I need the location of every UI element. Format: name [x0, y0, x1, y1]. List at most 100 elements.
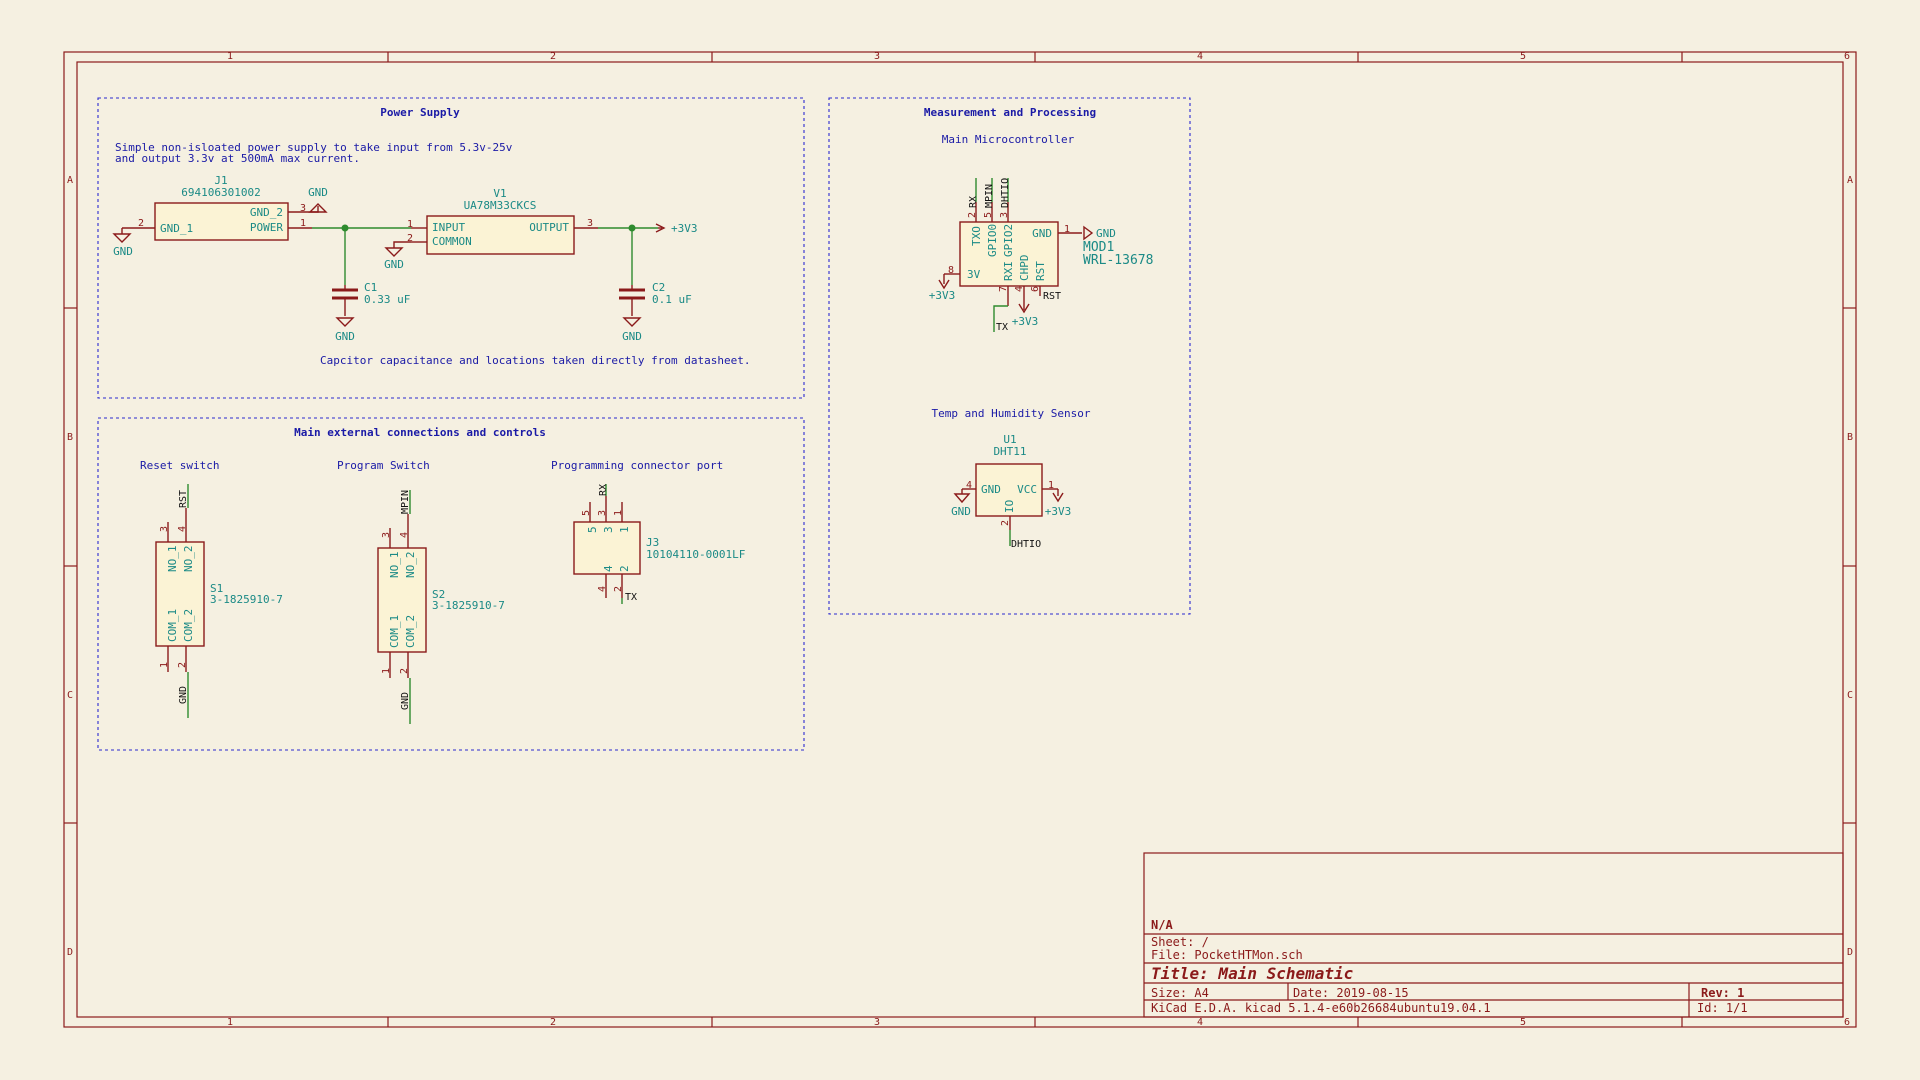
u1-dht11-sensor[interactable]: U1 DHT11 GND VCC IO 4 1 2 DHTIO	[962, 433, 1058, 550]
c2-ref: C2	[652, 281, 665, 294]
c1-ref: C1	[364, 281, 377, 294]
u1-pin-io: IO	[1003, 500, 1016, 513]
col-label-1-top: 1	[227, 51, 233, 62]
j3-value: 10104110-0001LF	[646, 548, 745, 561]
tb-size: Size: A4	[1151, 986, 1209, 1000]
v33-label-mod1-bottom: +3V3	[1012, 315, 1039, 328]
gnd-label-j1-top: GND	[308, 186, 328, 199]
mod1-pin-num-3: 3	[999, 212, 1010, 218]
mod1-pin-num-7: 7	[998, 286, 1009, 292]
mod1-pin-num-1: 1	[1064, 224, 1070, 235]
s2-pin-2: 2	[399, 668, 410, 674]
gnd-label-u1: GND	[951, 505, 971, 518]
j3-net-tx: TX	[625, 592, 637, 603]
tb-file: File: PocketHTMon.sch	[1151, 948, 1303, 962]
row-label-c-left: C	[67, 690, 73, 701]
s2-value: 3-1825910-7	[432, 599, 505, 612]
u1-pin-num-4: 4	[966, 480, 972, 491]
j3-pin-1: 1	[618, 526, 631, 533]
u1-value: DHT11	[993, 445, 1026, 458]
row-label-a-right: A	[1847, 175, 1853, 186]
s1-com2: COM_2	[182, 609, 195, 642]
v33-symbol-u1: +3V3	[1045, 489, 1072, 518]
drawing-frame: 1 2 3 4 5 6 1 2 3 4 5 6 A B C D A B C D	[63, 51, 1857, 1028]
tb-tool: KiCad E.D.A. kicad 5.1.4-e60b26684ubuntu…	[1151, 1001, 1491, 1015]
mod1-pin-txo: TXO	[970, 226, 983, 246]
gnd-symbol-u1: GND	[951, 489, 971, 518]
col-label-4-bottom: 4	[1197, 1017, 1203, 1028]
row-label-c-right: C	[1847, 690, 1853, 701]
col-label-6-bottom: 6	[1844, 1017, 1850, 1028]
j3-net-rx: RX	[598, 484, 609, 496]
mod1-pin-num-6: 6	[1030, 286, 1041, 292]
v33-label-mod1-left: +3V3	[929, 289, 956, 302]
mod1-pin-rxi: RXI	[1002, 261, 1015, 281]
v1-pin-output: OUTPUT	[529, 221, 569, 234]
v1-regulator[interactable]: V1 UA78M33CKCS INPUT COMMON OUTPUT 1 2 3	[407, 187, 598, 255]
u1-pin-num-2: 2	[1000, 520, 1011, 526]
col-label-4-top: 4	[1197, 51, 1203, 62]
c2-gnd-label: GND	[622, 330, 642, 343]
j1-pin-gnd2: GND_2	[250, 206, 283, 219]
s1-no1: NO_1	[166, 546, 179, 573]
col-label-3-top: 3	[874, 51, 880, 62]
j3-pin-5: 5	[586, 526, 599, 533]
col-label-3-bottom: 3	[874, 1017, 880, 1028]
row-label-a-left: A	[67, 175, 73, 186]
reset-switch-label: Reset switch	[140, 459, 219, 472]
v33-symbol-output: +3V3	[655, 222, 698, 235]
mod1-ref: MOD1	[1083, 240, 1114, 255]
u1-net-dhtio: DHTIO	[1011, 539, 1041, 550]
c1-gnd-label: GND	[335, 330, 355, 343]
j3-pin-2-outer: 2	[613, 586, 624, 592]
mod1-pin-gpio2: GPIO2	[1002, 224, 1015, 257]
mod1-net-rst: RST	[1043, 291, 1061, 302]
v33-label-u1: +3V3	[1045, 505, 1072, 518]
gnd-label-mod1: GND	[1096, 227, 1116, 240]
gnd-symbol-j1-left: GND	[112, 228, 133, 258]
v1-pin-common: COMMON	[432, 235, 472, 248]
gnd-symbol-mod1: GND	[1083, 225, 1116, 241]
mod1-pin-chpd: CHPD	[1018, 255, 1031, 282]
mod1-net-mpin: MPIN	[984, 184, 995, 208]
s2-com2: COM_2	[404, 615, 417, 648]
col-label-2-bottom: 2	[550, 1017, 556, 1028]
s1-pin-3: 3	[159, 526, 170, 532]
s1-value: 3-1825910-7	[210, 593, 283, 606]
mod1-microcontroller[interactable]: 2 5 3 1 8 7 4 6 TXO GPIO0 GPIO2 GND 3V R…	[944, 178, 1153, 333]
col-label-1-bottom: 1	[227, 1017, 233, 1028]
row-label-b-left: B	[67, 432, 73, 443]
mod1-pin-3v: 3V	[967, 268, 981, 281]
v1-pin-input: INPUT	[432, 221, 465, 234]
s2-switch[interactable]: 3 4 1 2 NO_1 NO_2 COM_1 COM_2 S2 3-18259…	[377, 490, 505, 724]
c2-capacitor[interactable]: C2 0.1 uF GND	[619, 228, 692, 343]
sensor-label: Temp and Humidity Sensor	[932, 407, 1091, 420]
j1-pin-num-2: 2	[138, 218, 144, 229]
col-label-2-top: 2	[550, 51, 556, 62]
col-label-6-top: 6	[1844, 51, 1850, 62]
gnd-symbol-v1: GND	[384, 241, 411, 271]
j3-connector[interactable]: 5 3 1 5 3 1 4 2 4 2 J3 10104110-0001LF R…	[573, 484, 745, 604]
j1-pin-power: POWER	[250, 221, 283, 234]
s2-no2: NO_2	[404, 552, 417, 579]
s2-ref: S2	[432, 588, 445, 601]
gnd-label-j1-left: GND	[113, 245, 133, 258]
s1-switch[interactable]: 3 4 1 2 NO_1 NO_2 COM_1 COM_2 S1 3-18259…	[155, 484, 283, 718]
gnd-label-v1: GND	[384, 258, 404, 271]
s2-net-mpin: MPIN	[400, 490, 411, 514]
mod1-pin-num-5: 5	[983, 212, 994, 218]
s1-no2: NO_2	[182, 546, 195, 573]
j1-pin-gnd1: GND_1	[160, 222, 193, 235]
mod1-pin-num-2: 2	[967, 212, 978, 218]
measurement-block-title: Measurement and Processing	[924, 106, 1096, 119]
c1-value: 0.33 uF	[364, 293, 410, 306]
s2-pin-4: 4	[399, 532, 410, 538]
power-supply-title: Power Supply	[380, 106, 460, 119]
s2-pin-3: 3	[381, 532, 392, 538]
s2-net-gnd: GND	[400, 692, 411, 710]
j1-connector[interactable]: J1 694106301002 GND_1 GND_2 POWER 2 3 1	[122, 174, 312, 241]
v33-symbol-mod1-bottom: +3V3	[1012, 303, 1039, 328]
j1-pin-num-1: 1	[300, 218, 306, 229]
c1-capacitor[interactable]: C1 0.33 uF GND	[332, 228, 410, 343]
power-supply-block: Power Supply Simple non-isloated power s…	[97, 97, 805, 399]
